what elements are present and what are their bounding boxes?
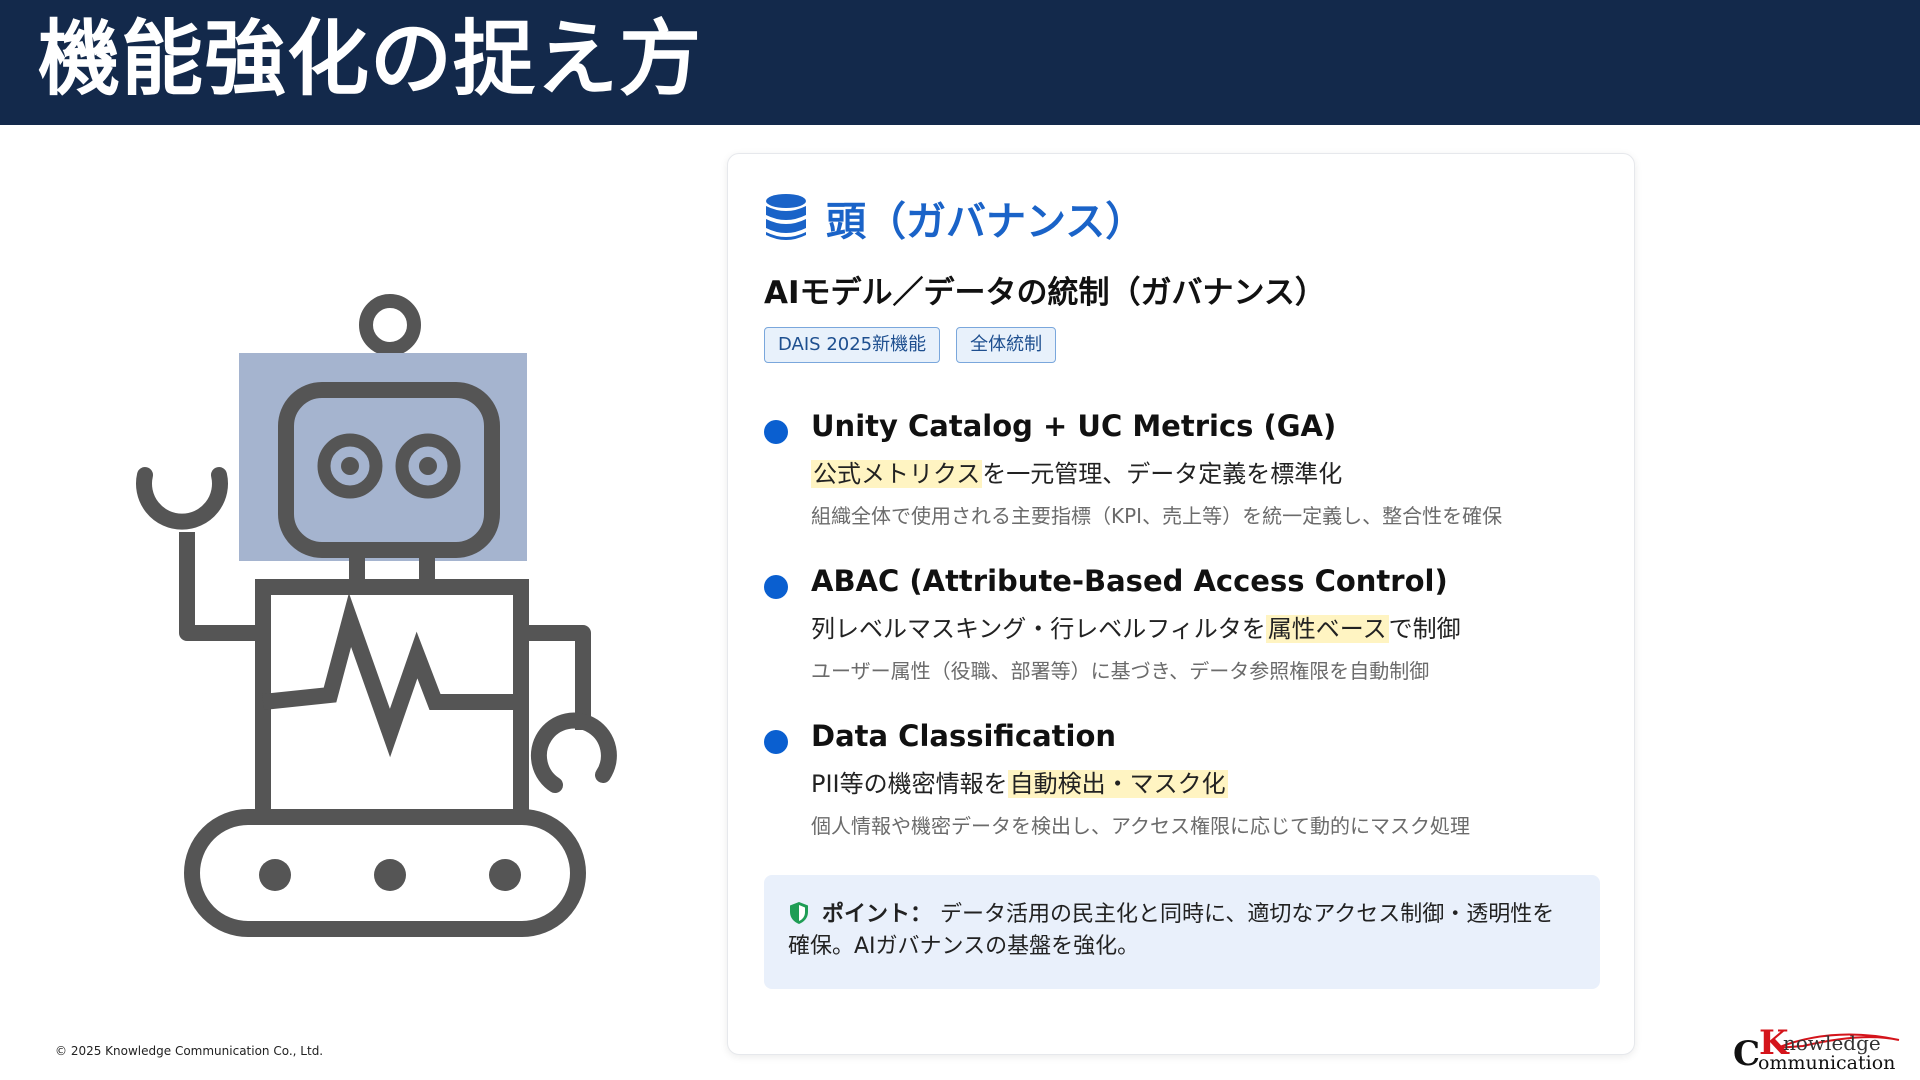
item-description: 公式メトリクスを一元管理、データ定義を標準化 bbox=[811, 460, 1343, 488]
left-arm bbox=[179, 532, 263, 641]
logo-letter-k: K bbox=[1759, 1023, 1789, 1063]
heartbeat-line bbox=[262, 592, 521, 758]
list-item: Data Classification PII等の機密情報を自動検出・マスク化 … bbox=[764, 719, 1604, 874]
tag-list: DAIS 2025新機能 全体統制 bbox=[764, 327, 1057, 363]
tread-wheel-left bbox=[259, 859, 291, 891]
left-claw bbox=[136, 467, 228, 530]
item-title: Unity Catalog + UC Metrics (GA) bbox=[811, 409, 1337, 443]
database-icon bbox=[766, 194, 806, 240]
point-label: ポイント： bbox=[822, 902, 933, 927]
highlight-text: 公式メトリクス bbox=[811, 460, 983, 488]
right-claw bbox=[530, 712, 617, 793]
item-title: Data Classification bbox=[811, 719, 1117, 753]
robot-illustration bbox=[136, 294, 617, 937]
shield-icon bbox=[790, 902, 808, 924]
logo-word-bottom: ommunication bbox=[1758, 1052, 1896, 1074]
tag-overall-governance: 全体統制 bbox=[956, 327, 1057, 363]
card-subtitle: AIモデル／データの統制（ガバナンス） bbox=[764, 275, 1326, 311]
item-note: ユーザー属性（役職、部署等）に基づき、データ参照権限を自動制御 bbox=[811, 659, 1430, 683]
page-title: 機能強化の捉え方 bbox=[38, 12, 703, 107]
bullet-dot bbox=[764, 575, 788, 599]
point-text: データ活用の民主化と同時に、適切なアクセス制御・透明性を確保。AIガバナンスの基… bbox=[788, 902, 1555, 959]
robot-head bbox=[278, 382, 500, 558]
logo-swoosh bbox=[1776, 1033, 1900, 1049]
card-title: 頭（ガバナンス） bbox=[826, 199, 1146, 245]
logo-letter-c: C bbox=[1733, 1034, 1761, 1074]
highlight-text: 自動検出・マスク化 bbox=[1007, 770, 1228, 798]
logo-word-top: nowledge bbox=[1783, 1031, 1881, 1055]
item-note: 組織全体で使用される主要指標（KPI、売上等）を統一定義し、整合性を確保 bbox=[811, 504, 1503, 528]
bullet-dot bbox=[764, 730, 788, 754]
left-eye bbox=[317, 433, 383, 499]
list-item: ABAC (Attribute-Based Access Control) 列レ… bbox=[764, 564, 1604, 719]
right-pupil bbox=[419, 457, 437, 475]
right-eye bbox=[395, 433, 461, 499]
copyright-text: © 2025 Knowledge Communication Co., Ltd. bbox=[55, 1044, 324, 1058]
feature-list: Unity Catalog + UC Metrics (GA) 公式メトリクスを… bbox=[764, 409, 1604, 874]
tread-wheel-right bbox=[489, 859, 521, 891]
governance-card: 頭（ガバナンス） AIモデル／データの統制（ガバナンス） DAIS 2025新機… bbox=[727, 153, 1635, 1055]
bullet-dot bbox=[764, 420, 788, 444]
point-callout: ポイント：データ活用の民主化と同時に、適切なアクセス制御・透明性を確保。AIガバ… bbox=[764, 875, 1600, 989]
card-header: 頭（ガバナンス） bbox=[764, 190, 1145, 246]
item-note: 個人情報や機密データを検出し、アクセス権限に応じて動的にマスク処理 bbox=[811, 814, 1470, 838]
item-title: ABAC (Attribute-Based Access Control) bbox=[811, 564, 1448, 598]
list-item: Unity Catalog + UC Metrics (GA) 公式メトリクスを… bbox=[764, 409, 1604, 564]
highlight-text: 属性ベース bbox=[1265, 615, 1389, 643]
antenna-ball bbox=[359, 294, 421, 356]
item-description: 列レベルマスキング・行レベルフィルタを属性ベースで制御 bbox=[811, 615, 1461, 643]
right-arm bbox=[521, 625, 591, 730]
header-bar: 機能強化の捉え方 bbox=[0, 0, 1920, 125]
tag-dais-2025: DAIS 2025新機能 bbox=[764, 327, 941, 363]
company-logo: C K nowledge ommunication bbox=[1733, 1026, 1903, 1076]
item-description: PII等の機密情報を自動検出・マスク化 bbox=[811, 770, 1228, 798]
left-pupil bbox=[341, 457, 359, 475]
tread-wheel-middle bbox=[374, 859, 406, 891]
